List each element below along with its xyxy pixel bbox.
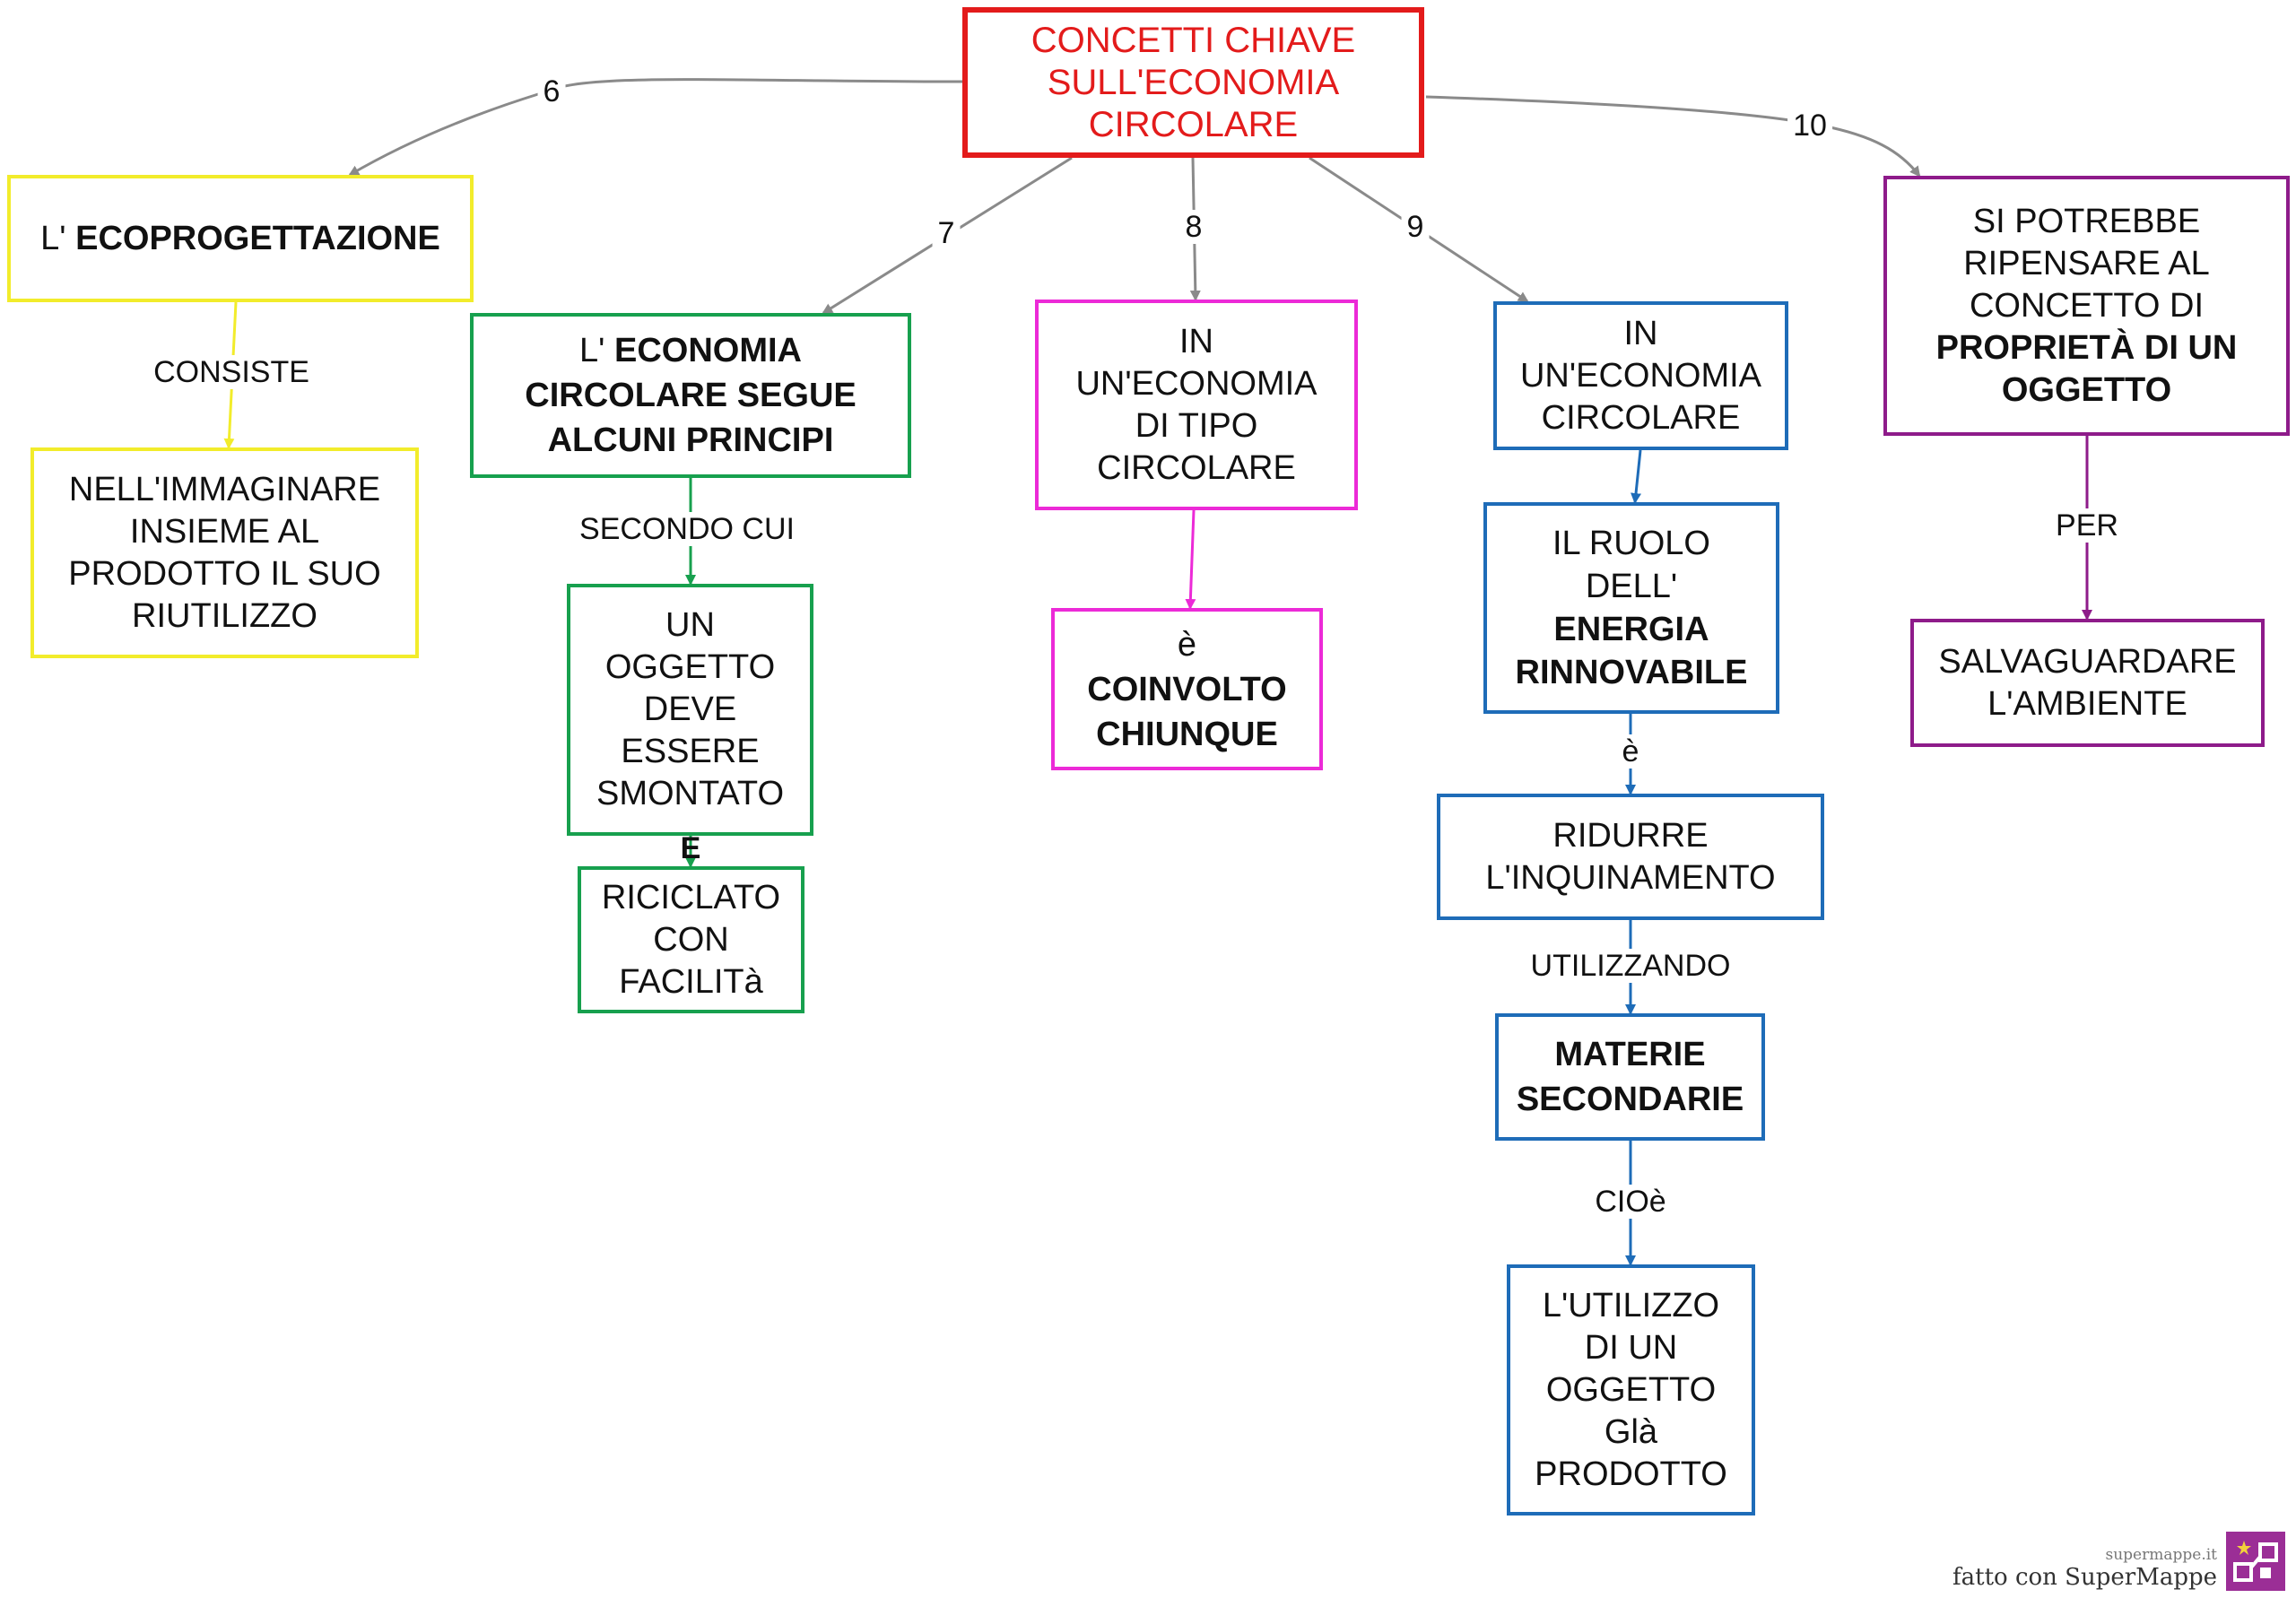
edge-label-e-ruolo: è xyxy=(1618,734,1643,769)
root-line-3: CIRCOLARE xyxy=(1088,104,1299,144)
node-proprieta: SI POTREBBE RIPENSARE AL CONCETTO DI PRO… xyxy=(1883,176,2290,436)
immaginare-line-1: NELL'IMMAGINARE xyxy=(68,470,381,508)
edge-pink xyxy=(1185,509,1196,610)
node-immaginare: NELL'IMMAGINARE INSIEME AL PRODOTTO IL S… xyxy=(30,447,419,658)
supermappe-logo xyxy=(2226,1532,2285,1591)
root-line-2: SULL'ECONOMIA xyxy=(1047,62,1340,102)
edge-label-cioe: CIOè xyxy=(1591,1185,1670,1219)
proprieta-line-2: RIPENSARE AL xyxy=(1963,244,2210,282)
edge-label-7: 7 xyxy=(932,216,961,250)
ecoprog-bold: ECOPROGETTAZIONE xyxy=(75,219,440,257)
root-node: CONCETTI CHIAVE SULL'ECONOMIA CIRCOLARE xyxy=(962,7,1424,158)
materie-bold-1: MATERIE xyxy=(1554,1036,1706,1073)
coinvolto-normal: è xyxy=(1177,625,1197,664)
principi-bold-1: ECONOMIA xyxy=(613,332,802,369)
node-salvaguardare: SALVAGUARDARE L'AMBIENTE xyxy=(1910,619,2265,747)
utilizzo-line-3: OGGETTO xyxy=(1545,1370,1717,1409)
node-materie: MATERIE SECONDARIE xyxy=(1495,1013,1765,1141)
node-coinvolto: è COINVOLTO CHIUNQUE xyxy=(1051,608,1323,770)
oggetto-line-2: OGGETTO xyxy=(604,648,776,686)
utilizzo-line-5: PRODOTTO xyxy=(1535,1455,1727,1493)
footer-watermark: supermappe.it fatto con SuperMappe xyxy=(1952,1532,2285,1591)
footer-site: supermappe.it xyxy=(2105,1546,2218,1564)
tipo-circolare-line-2: UN'ECONOMIA xyxy=(1075,364,1318,403)
edge-label-utilizzando: UTILIZZANDO xyxy=(1526,949,1735,983)
edge-label-10: 10 xyxy=(1787,109,1832,143)
proprieta-line-3: CONCETTO DI xyxy=(1969,286,2205,325)
edge-label-secondo-cui: SECONDO CUI xyxy=(576,512,798,546)
economia-circ-line-2: UN'ECONOMIA xyxy=(1519,356,1762,395)
edge-label-8: 8 xyxy=(1179,210,1208,244)
immaginare-line-2: INSIEME AL xyxy=(129,512,320,551)
principi-bold-2: CIRCOLARE SEGUE xyxy=(525,377,857,414)
edge-label-per: PER xyxy=(2052,508,2122,543)
principi-bold-3: ALCUNI PRINCIPI xyxy=(547,421,834,459)
edge-6 xyxy=(348,78,963,177)
coinvolto-bold-2: CHIUNQUE xyxy=(1096,715,1278,753)
tipo-circolare-line-4: CIRCOLARE xyxy=(1097,448,1296,487)
ruolo-bold-1: ENERGIA xyxy=(1553,611,1709,648)
edge-label-e: E xyxy=(680,831,701,865)
node-principi: L' ECONOMIA CIRCOLARE SEGUE ALCUNI PRINC… xyxy=(470,313,911,478)
edge-label-6: 6 xyxy=(537,74,566,109)
materie-bold-2: SECONDARIE xyxy=(1516,1081,1744,1118)
riciclato-line-1: RICICLATO xyxy=(601,878,781,916)
utilizzo-line-1: L'UTILIZZO xyxy=(1542,1286,1720,1324)
node-oggetto: UN OGGETTO DEVE ESSERE SMONTATO xyxy=(567,584,813,836)
oggetto-line-1: UN xyxy=(665,606,715,644)
immaginare-line-3: PRODOTTO IL SUO xyxy=(68,554,381,593)
economia-circ-line-1: IN xyxy=(1623,314,1658,352)
edge-label-consiste: CONSISTE xyxy=(150,355,313,389)
economia-circ-line-3: CIRCOLARE xyxy=(1541,398,1741,437)
proprieta-bold-2: OGGETTO xyxy=(2001,370,2172,409)
root-line-1: CONCETTI CHIAVE xyxy=(1031,20,1356,60)
node-ruolo: IL RUOLO DELL' ENERGIA RINNOVABILE xyxy=(1483,502,1779,714)
ridurre-line-2: L'INQUINAMENTO xyxy=(1485,858,1776,897)
salvaguardare-line-2: L'AMBIENTE xyxy=(1987,684,2187,723)
node-ecoprogettazione: L' ECOPROGETTAZIONE xyxy=(7,175,474,302)
tipo-circolare-line-3: DI TIPO xyxy=(1135,406,1258,445)
coinvolto-bold-1: COINVOLTO xyxy=(1087,670,1287,708)
proprieta-bold-1: PROPRIETÀ DI UN xyxy=(1935,328,2238,367)
footer-credit: fatto con SuperMappe xyxy=(1952,1564,2217,1591)
oggetto-line-5: SMONTATO xyxy=(596,775,784,812)
riciclato-line-2: CON xyxy=(653,920,729,959)
ridurre-line-1: RIDURRE xyxy=(1552,816,1709,855)
node-tipo-circolare: IN UN'ECONOMIA DI TIPO CIRCOLARE xyxy=(1035,300,1358,510)
edge-10 xyxy=(1425,95,1921,178)
utilizzo-line-2: DI UN xyxy=(1584,1328,1678,1367)
ecoprog-prefix: L' xyxy=(40,219,66,257)
principi-prefix: L' xyxy=(579,332,605,369)
edge-blue-1 xyxy=(1631,449,1642,504)
tipo-circolare-line-1: IN xyxy=(1178,322,1213,360)
node-ridurre: RIDURRE L'INQUINAMENTO xyxy=(1437,794,1824,920)
proprieta-line-1: SI POTREBBE xyxy=(1972,202,2201,240)
immaginare-line-4: RIUTILIZZO xyxy=(132,596,317,635)
oggetto-line-3: DEVE xyxy=(643,690,737,728)
ruolo-bold-2: RINNOVABILE xyxy=(1515,654,1748,691)
node-utilizzo: L'UTILIZZO DI UN OGGETTO Glà PRODOTTO xyxy=(1507,1264,1755,1515)
node-economia-circolare: IN UN'ECONOMIA CIRCOLARE xyxy=(1493,301,1788,450)
riciclato-line-3: FACILITà xyxy=(619,962,763,1001)
ruolo-line-2: DELL' xyxy=(1585,568,1678,605)
oggetto-line-4: ESSERE xyxy=(621,733,760,770)
ruolo-line-1: IL RUOLO xyxy=(1552,525,1710,562)
edge-label-9: 9 xyxy=(1401,210,1430,244)
salvaguardare-line-1: SALVAGUARDARE xyxy=(1938,642,2237,681)
utilizzo-line-4: Glà xyxy=(1604,1412,1658,1451)
node-riciclato: RICICLATO CON FACILITà xyxy=(578,866,804,1013)
